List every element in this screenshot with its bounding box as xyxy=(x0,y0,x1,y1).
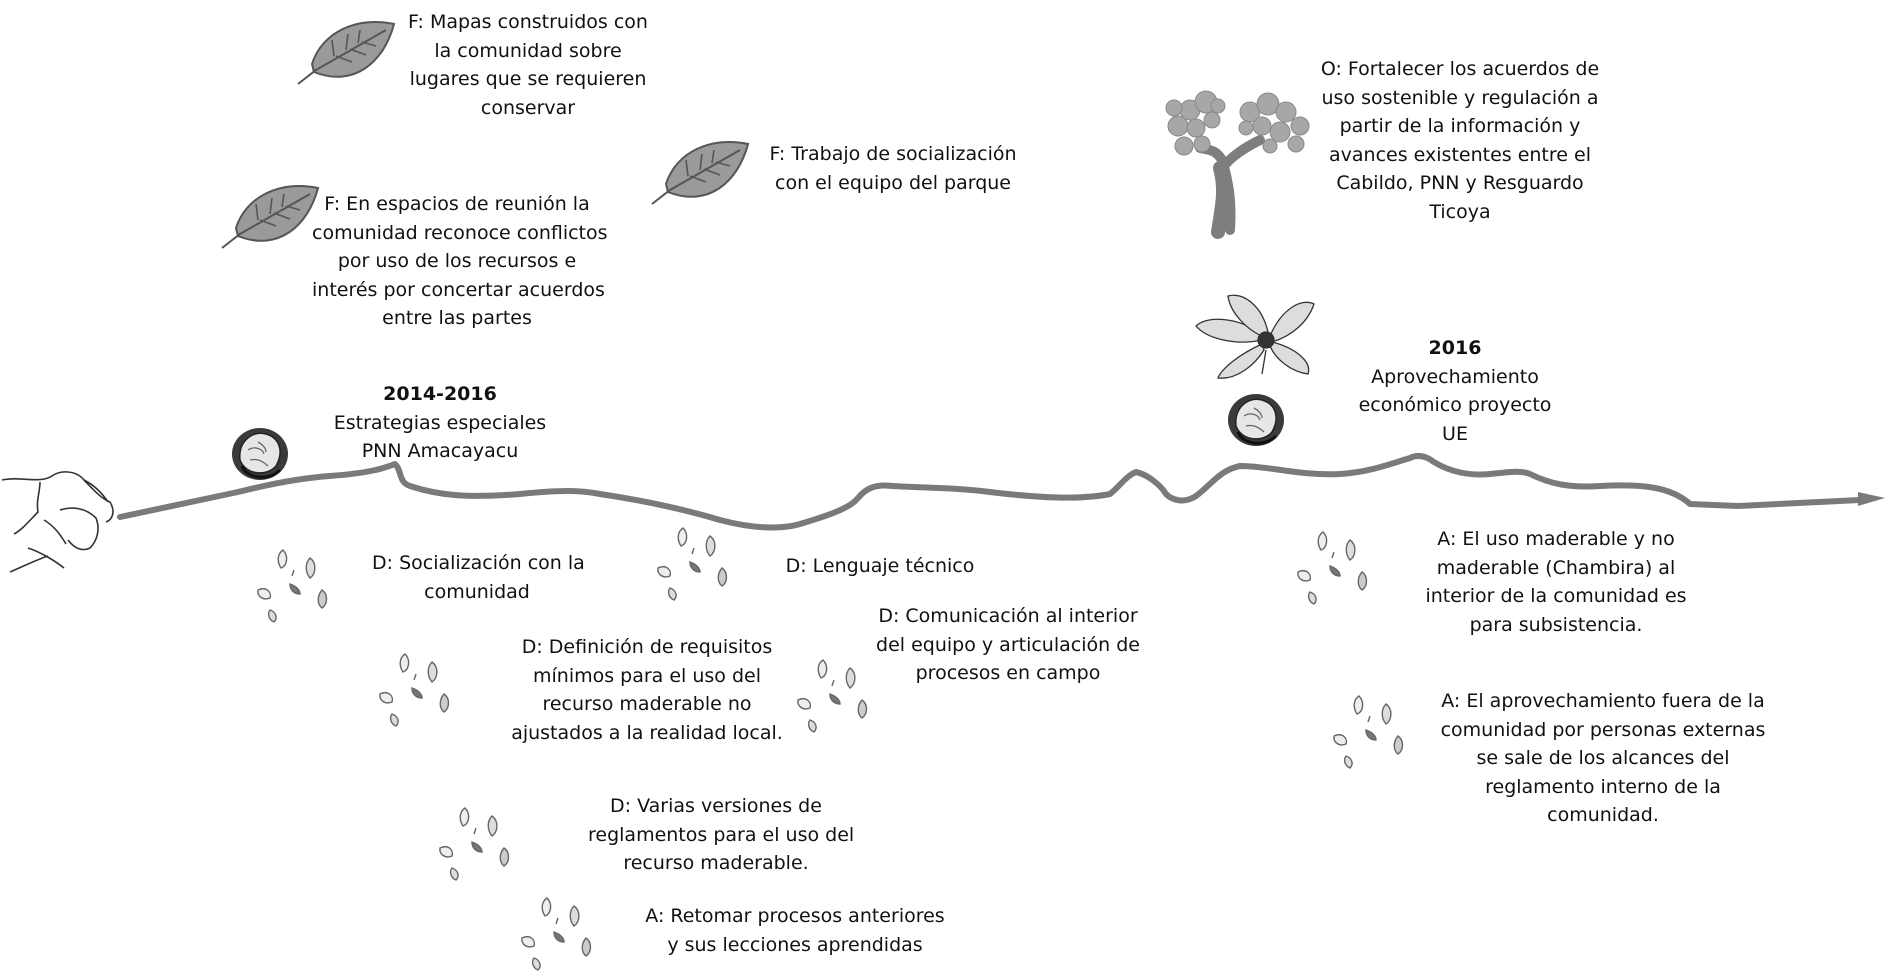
hand-icon xyxy=(1,471,114,573)
leaf-icon xyxy=(651,140,749,205)
scattered-seeds-icon xyxy=(439,807,510,881)
tree-icon xyxy=(1165,90,1310,239)
seed-icon xyxy=(1226,392,1286,448)
flower-icon xyxy=(1195,294,1315,379)
leaf-icon xyxy=(221,184,319,249)
timeline-path xyxy=(117,452,1863,531)
leaf-icon xyxy=(297,20,395,85)
scattered-seeds-icon xyxy=(657,527,728,601)
scattered-seeds-icon xyxy=(1297,531,1368,605)
weakness-label-technical-language: D: Lenguaje técnico xyxy=(785,555,975,577)
arrow-icon xyxy=(1858,492,1885,506)
scattered-seeds-icon xyxy=(521,897,592,971)
milestone-year: 2014-2016 xyxy=(383,383,497,405)
milestone-year: 2016 xyxy=(1428,337,1482,359)
seed-icon xyxy=(230,426,290,482)
scattered-seeds-icon xyxy=(1333,695,1404,769)
scattered-seeds-icon xyxy=(379,653,450,727)
scattered-seeds-icon xyxy=(797,659,868,733)
scattered-seeds-icon xyxy=(257,549,328,623)
